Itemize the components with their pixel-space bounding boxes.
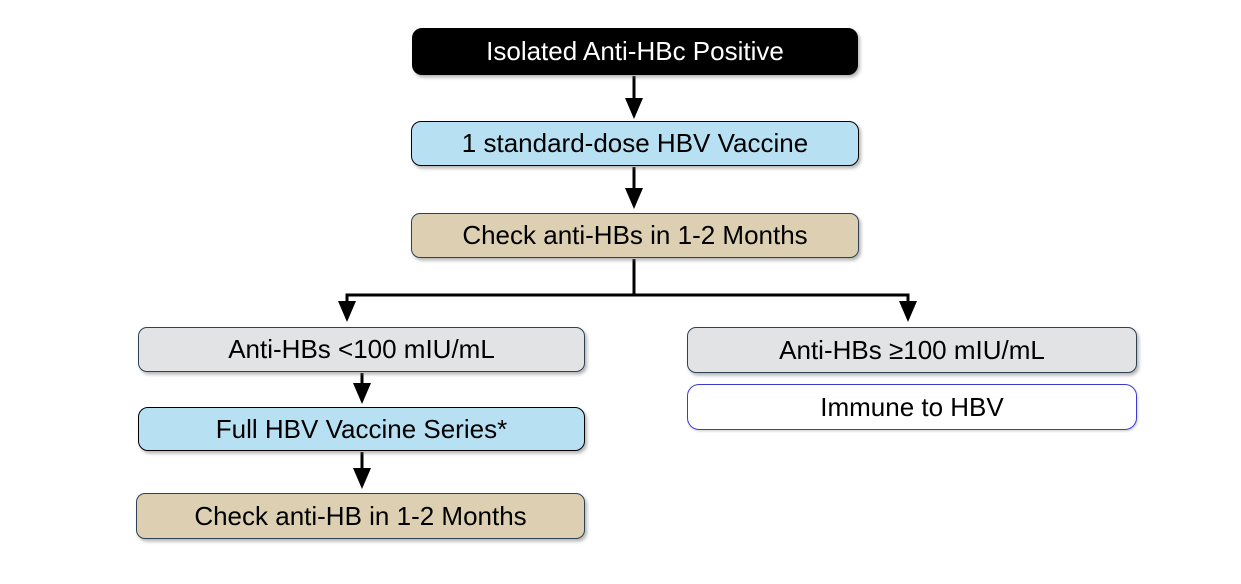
- node-label: Full HBV Vaccine Series*: [215, 413, 508, 444]
- node-isolated-anti-hbc-positive: Isolated Anti-HBc Positive: [412, 28, 858, 75]
- node-anti-hbs-above-100: Anti-HBs ≥100 mIU/mL: [687, 327, 1137, 373]
- node-label: Check anti-HBs in 1-2 Months: [462, 220, 808, 251]
- node-immune-to-hbv: Immune to HBV: [687, 384, 1137, 430]
- node-label: Immune to HBV: [820, 391, 1004, 422]
- node-label: Check anti-HB in 1-2 Months: [194, 500, 527, 531]
- node-check-anti-hb-1-2-months: Check anti-HB in 1-2 Months: [136, 493, 585, 539]
- node-full-hbv-vaccine-series: Full HBV Vaccine Series*: [138, 407, 585, 451]
- node-anti-hbs-below-100: Anti-HBs <100 mIU/mL: [138, 327, 585, 372]
- node-label: Isolated Anti-HBc Positive: [486, 36, 784, 67]
- node-label: Anti-HBs <100 mIU/mL: [228, 334, 495, 365]
- node-label: 1 standard-dose HBV Vaccine: [461, 128, 809, 159]
- node-standard-dose-hbv-vaccine: 1 standard-dose HBV Vaccine: [411, 121, 859, 166]
- node-label: Anti-HBs ≥100 mIU/mL: [779, 334, 1045, 365]
- node-check-anti-hbs-1-2-months: Check anti-HBs in 1-2 Months: [411, 213, 859, 258]
